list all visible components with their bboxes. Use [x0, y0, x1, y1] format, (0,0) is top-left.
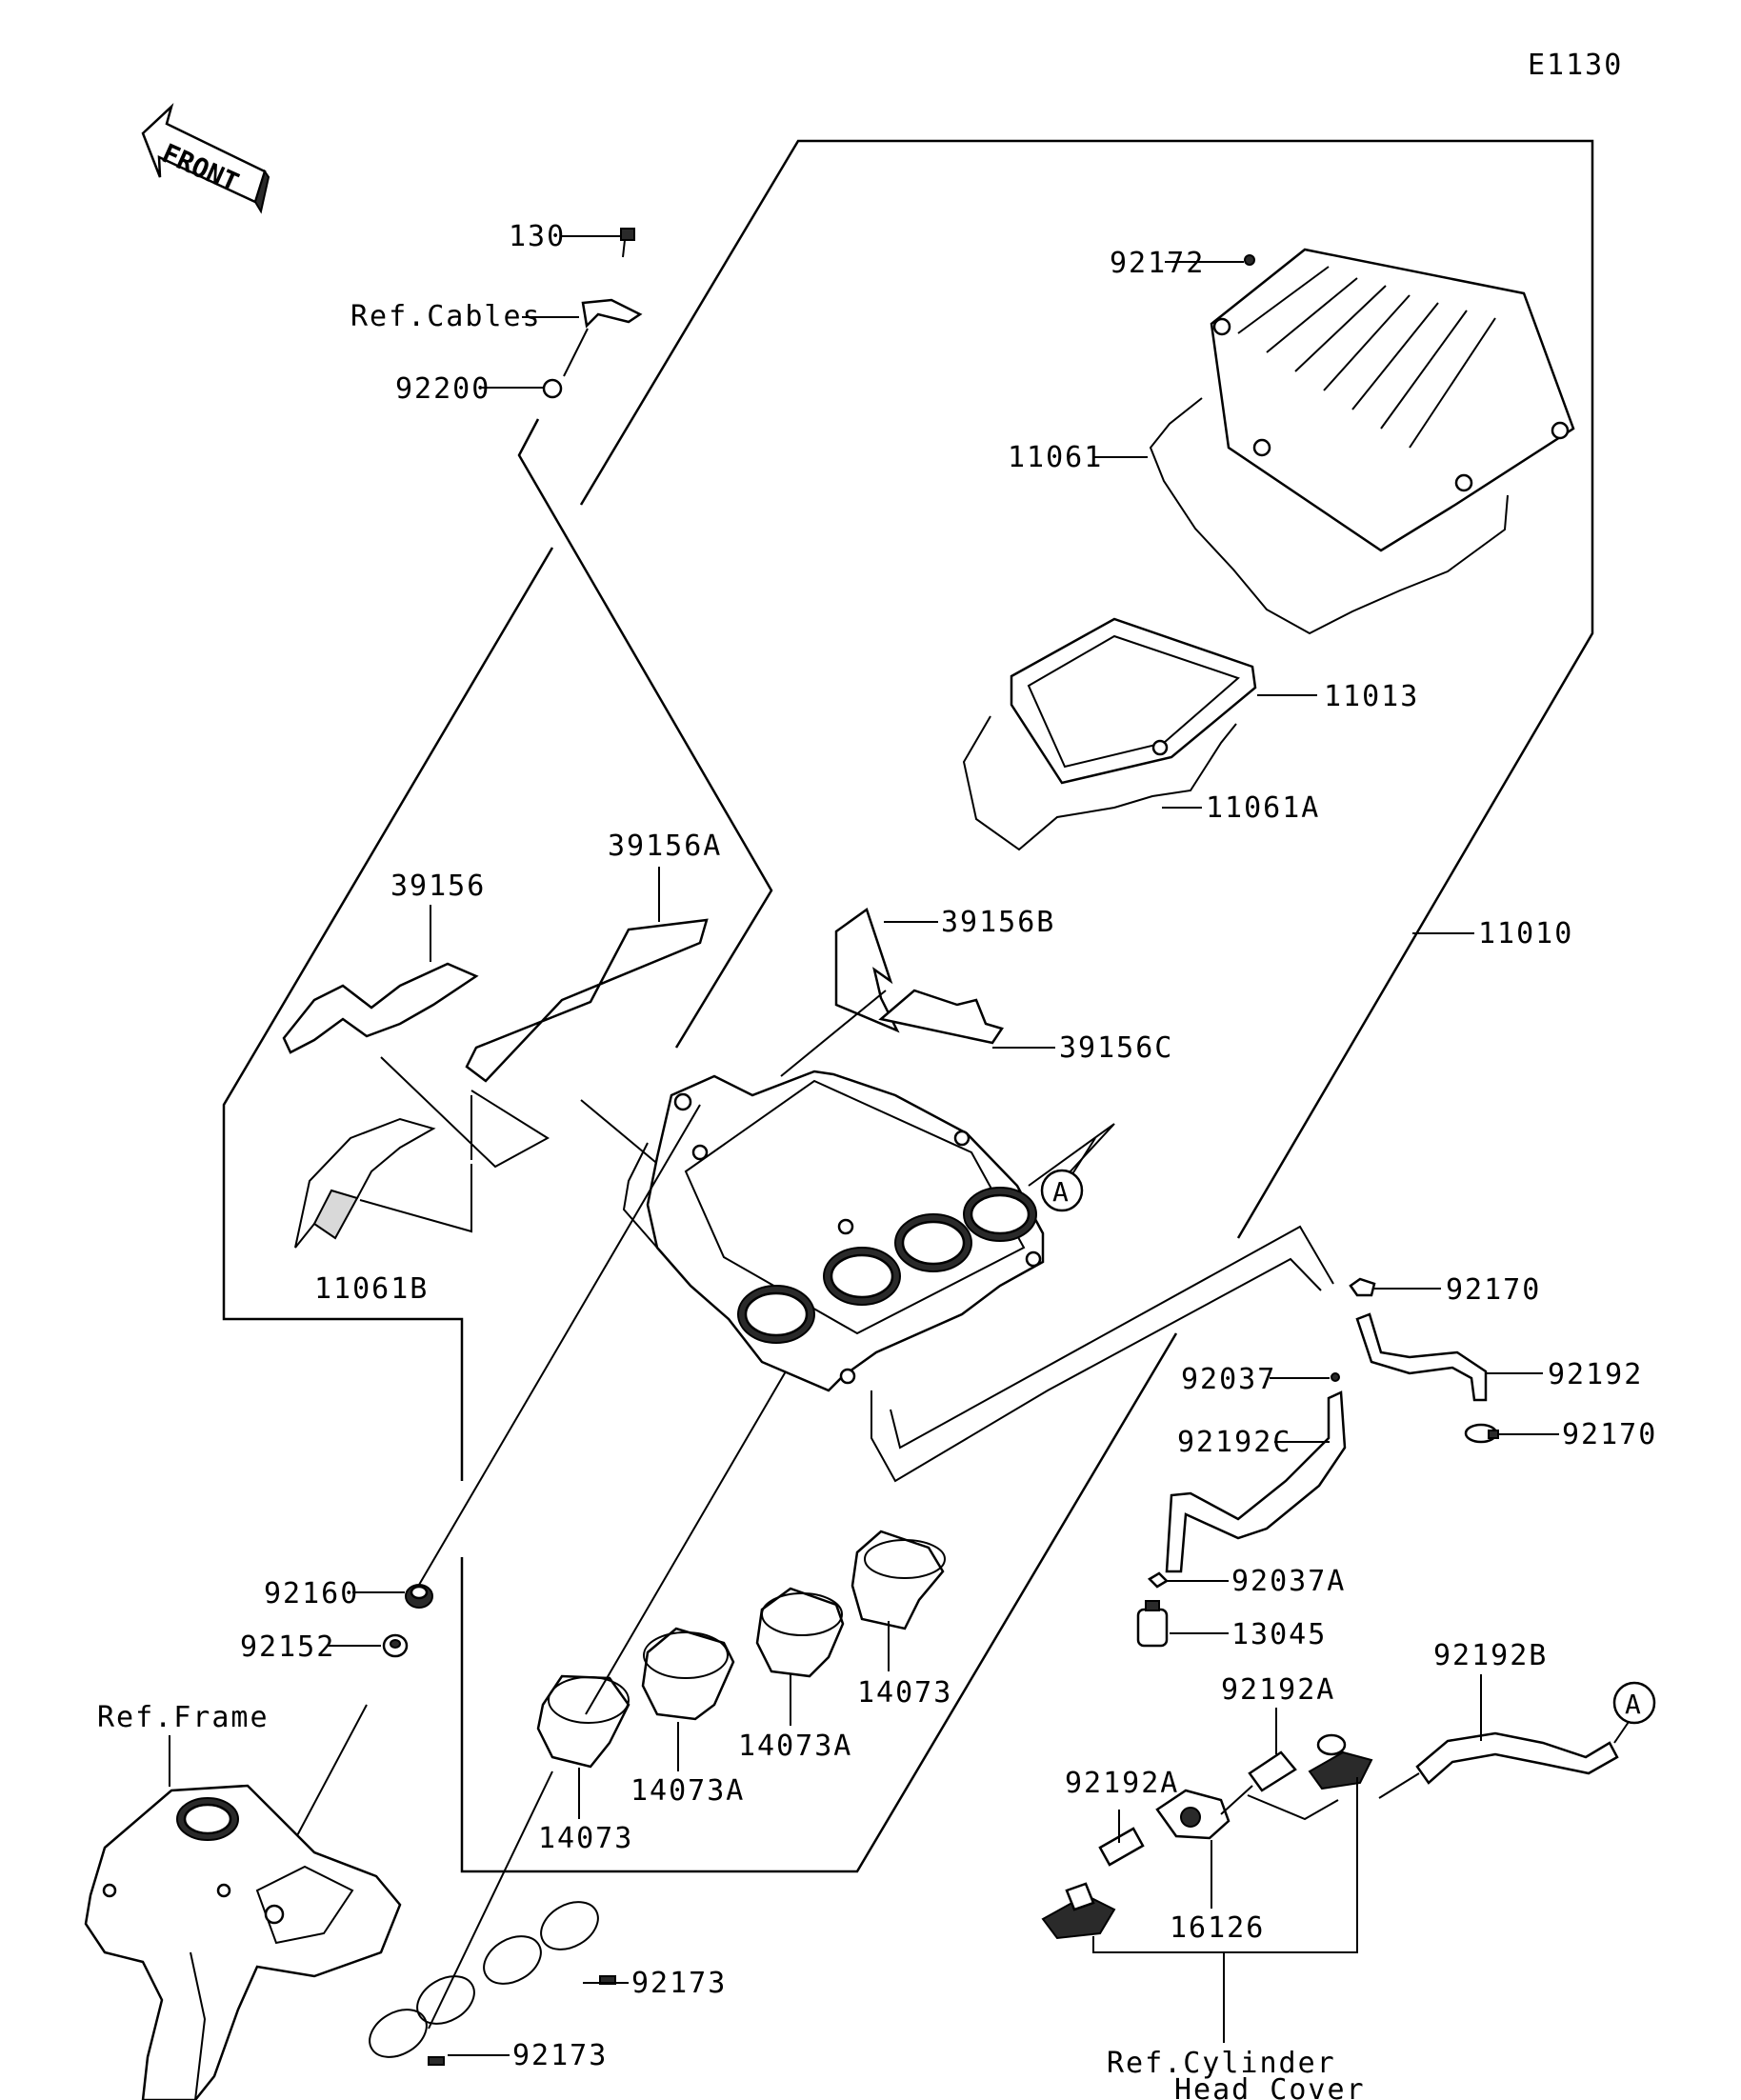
- air-switching-valve-16126: [1155, 1785, 1253, 1840]
- hose-92192A-left: [1098, 1827, 1145, 1867]
- washer-92200: [481, 378, 563, 399]
- label-92192C: 92192C: [1177, 1426, 1291, 1459]
- grommet-92160: [405, 1104, 701, 1609]
- duct-14073-right: [850, 1530, 946, 1630]
- frame-reference: [84, 1784, 402, 2100]
- bolt-130: [562, 228, 635, 258]
- label-130: 130: [509, 220, 566, 253]
- clamps-92173: [369, 1770, 616, 2066]
- air-cleaner-cover: [1210, 248, 1575, 552]
- label-92170-top: 92170: [1446, 1273, 1541, 1307]
- label-11013: 11013: [1324, 680, 1419, 713]
- callout-a-top: A: [1028, 1123, 1115, 1212]
- clip-92037A: [1147, 1571, 1170, 1589]
- hose-92192A-top: [1248, 1750, 1297, 1792]
- duct-14073A-left: [641, 1627, 735, 1721]
- callout-a-label-bottom: A: [1625, 1689, 1641, 1720]
- label-92173-bottom: 92173: [512, 2039, 608, 2072]
- air-box-lower-housing: [622, 1070, 1045, 1392]
- screw-92172: [1165, 254, 1255, 266]
- label-92192B: 92192B: [1433, 1639, 1548, 1672]
- label-14073A-mid: 14073A: [738, 1730, 852, 1763]
- cover-39156B: [834, 907, 900, 1033]
- label-ref-frame: Ref.Frame: [97, 1701, 270, 1734]
- front-arrow-icon: FRONT: [141, 103, 270, 214]
- label-39156B: 39156B: [941, 906, 1055, 939]
- label-39156C: 39156C: [1059, 1031, 1173, 1065]
- label-11061A: 11061A: [1206, 791, 1320, 825]
- duct-14073A-mid: [755, 1587, 845, 1678]
- reed-valve-cover-right: [1308, 1733, 1373, 1790]
- hose-92192: [1355, 1312, 1488, 1402]
- label-92192A-top: 92192A: [1221, 1673, 1335, 1707]
- label-92170-bottom: 92170: [1562, 1418, 1657, 1451]
- gasket-11061A: [962, 715, 1237, 851]
- label-14073-left: 14073: [538, 1822, 633, 1855]
- group-outline-frames: [222, 139, 1594, 1873]
- seal-11061B: [294, 1117, 436, 1249]
- label-14073A-left: 14073A: [630, 1774, 745, 1808]
- cover-39156A: [465, 918, 709, 1083]
- label-11061B: 11061B: [314, 1272, 429, 1306]
- callout-a-bottom: A: [1612, 1681, 1656, 1744]
- label-ref-cylinder-line2: Head Cover: [1174, 2073, 1366, 2100]
- gasket-11061: [1149, 397, 1509, 635]
- clamp-92170-top: [1349, 1277, 1376, 1297]
- label-13045: 13045: [1231, 1618, 1327, 1651]
- reed-valve-cover-left: [1041, 1882, 1116, 1940]
- air-filter-element: [1010, 617, 1257, 785]
- ref-cylinder-bracket: [1092, 1777, 1358, 2043]
- label-92173-top: 92173: [631, 1967, 727, 2000]
- label-92192: 92192: [1548, 1358, 1643, 1391]
- label-39156A: 39156A: [608, 830, 722, 863]
- label-92172: 92172: [1110, 247, 1205, 280]
- clip-92037: [1331, 1372, 1340, 1382]
- label-ref-cables: Ref.Cables: [350, 300, 542, 333]
- label-39156: 39156: [390, 870, 486, 903]
- label-92192A-left: 92192A: [1065, 1767, 1179, 1800]
- label-92037A: 92037A: [1231, 1565, 1346, 1598]
- breather-hose-route: [870, 1225, 1334, 1483]
- label-92152: 92152: [240, 1630, 335, 1664]
- duct-14073-left: [536, 1370, 787, 1769]
- cap-13045: [1136, 1600, 1169, 1648]
- leader-11061B-bracket: [359, 1164, 472, 1233]
- label-14073-right: 14073: [857, 1676, 952, 1710]
- cable-bracket: [522, 298, 643, 377]
- diagram-code: E1130: [1528, 49, 1623, 82]
- label-ref-cylinder-line1: Ref.Cylinder: [1107, 2047, 1336, 2080]
- hose-92192B: [1378, 1731, 1619, 1799]
- collar-92152: [285, 1633, 409, 1858]
- hose-92192C: [1165, 1390, 1347, 1573]
- cover-39156C: [878, 989, 1004, 1045]
- label-92200: 92200: [395, 372, 490, 406]
- label-11061: 11061: [1008, 441, 1103, 474]
- cover-39156: [282, 962, 479, 1054]
- label-92160: 92160: [264, 1577, 359, 1610]
- label-11010: 11010: [1478, 917, 1573, 950]
- label-92037: 92037: [1181, 1363, 1276, 1396]
- label-16126: 16126: [1170, 1911, 1265, 1945]
- clamp-92170-bottom: [1464, 1423, 1499, 1444]
- callout-a-label: A: [1052, 1176, 1069, 1208]
